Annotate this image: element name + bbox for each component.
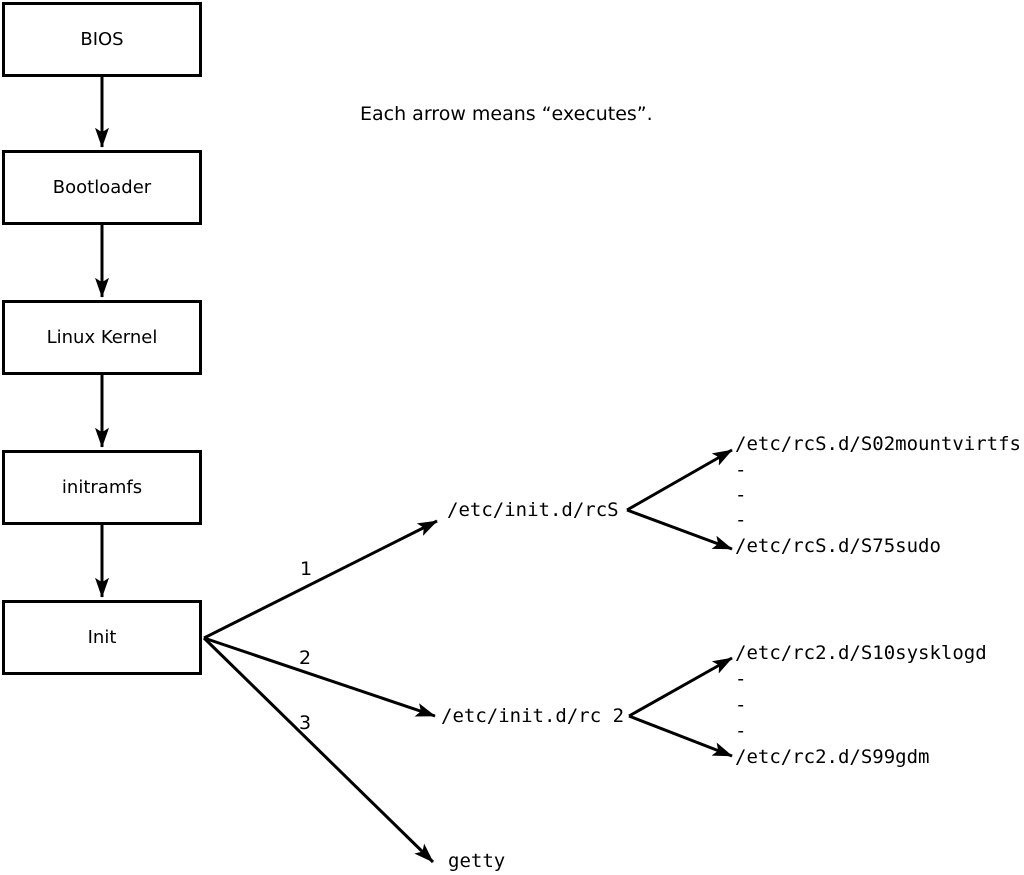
arrow-init-to-rc2 <box>203 636 436 718</box>
edge-label-1: 1 <box>299 558 313 580</box>
arrow-init-to-rcs <box>203 519 438 640</box>
arrow-rc2-to-s10 <box>628 656 733 718</box>
node-rc2-script-ellipsis-1: - <box>735 668 747 690</box>
box-bootloader-label: Bootloader <box>52 177 152 198</box>
box-bootloader: Bootloader <box>2 150 202 225</box>
node-rc2-script-s10sysklogd: /etc/rc2.d/S10sysklogd <box>735 642 987 664</box>
box-init-label: Init <box>87 627 117 648</box>
node-rcs-script-ellipsis-1: - <box>735 459 747 481</box>
edge-label-3: 3 <box>298 712 312 734</box>
box-linux-kernel-label: Linux Kernel <box>46 327 158 348</box>
arrow-init-to-getty <box>202 636 435 864</box>
node-rc2-script-ellipsis-2: - <box>735 694 747 716</box>
node-rcs-script-s02mountvirtfs: /etc/rcS.d/S02mountvirtfs <box>735 433 1021 455</box>
box-bios: BIOS <box>2 2 202 77</box>
node-getty: getty <box>448 850 506 872</box>
node-rc2-script-s99gdm: /etc/rc2.d/S99gdm <box>735 746 930 768</box>
box-bios-label: BIOS <box>80 29 124 50</box>
box-initramfs-label: initramfs <box>61 477 143 498</box>
node-rc2: /etc/init.d/rc 2 <box>441 705 625 727</box>
edge-label-2: 2 <box>298 647 312 669</box>
arrow-rcs-to-s75 <box>626 508 733 551</box>
arrow-rcs-to-s02 <box>626 448 733 512</box>
box-init: Init <box>2 600 202 675</box>
box-linux-kernel: Linux Kernel <box>2 300 202 375</box>
node-rcs-script-ellipsis-2: - <box>735 484 747 506</box>
node-rc2-script-ellipsis-3: - <box>735 720 747 742</box>
note-arrow-meaning: Each arrow means “executes”. <box>360 103 653 125</box>
node-rcs-script-ellipsis-3: - <box>735 509 747 531</box>
node-rcs-script-s75sudo: /etc/rcS.d/S75sudo <box>735 535 941 557</box>
node-rcs: /etc/init.d/rcS <box>447 499 619 521</box>
arrow-rc2-to-s99 <box>628 714 733 758</box>
box-initramfs: initramfs <box>2 450 202 525</box>
